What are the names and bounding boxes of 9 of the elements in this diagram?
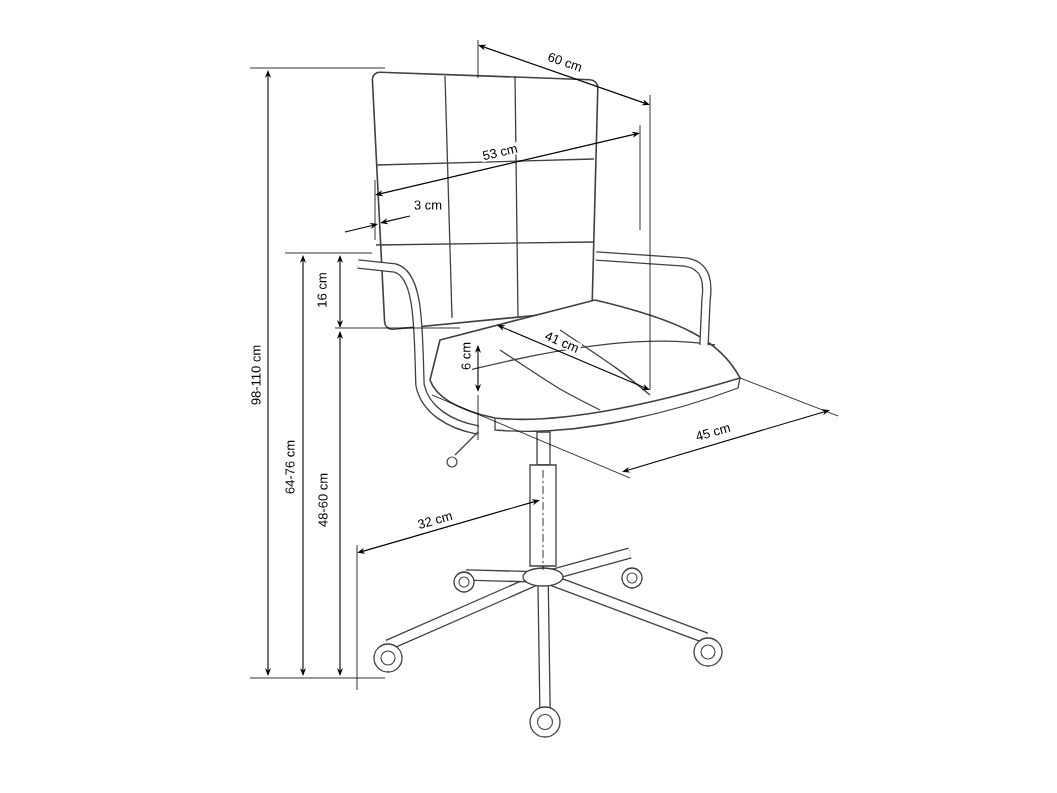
dimension-label: 48-60 cm <box>316 471 330 529</box>
dimension-label: 64-76 cm <box>283 438 297 496</box>
dimension-label: 53 cm <box>479 141 521 163</box>
dimension-label: 98-110 cm <box>249 343 263 407</box>
dimension-label: 32 cm <box>414 508 456 532</box>
dimension-label: 45 cm <box>692 420 734 444</box>
dimension-label: 41 cm <box>541 328 583 356</box>
dimension-label: 60 cm <box>544 49 586 74</box>
dimension-label: 16 cm <box>315 270 329 310</box>
